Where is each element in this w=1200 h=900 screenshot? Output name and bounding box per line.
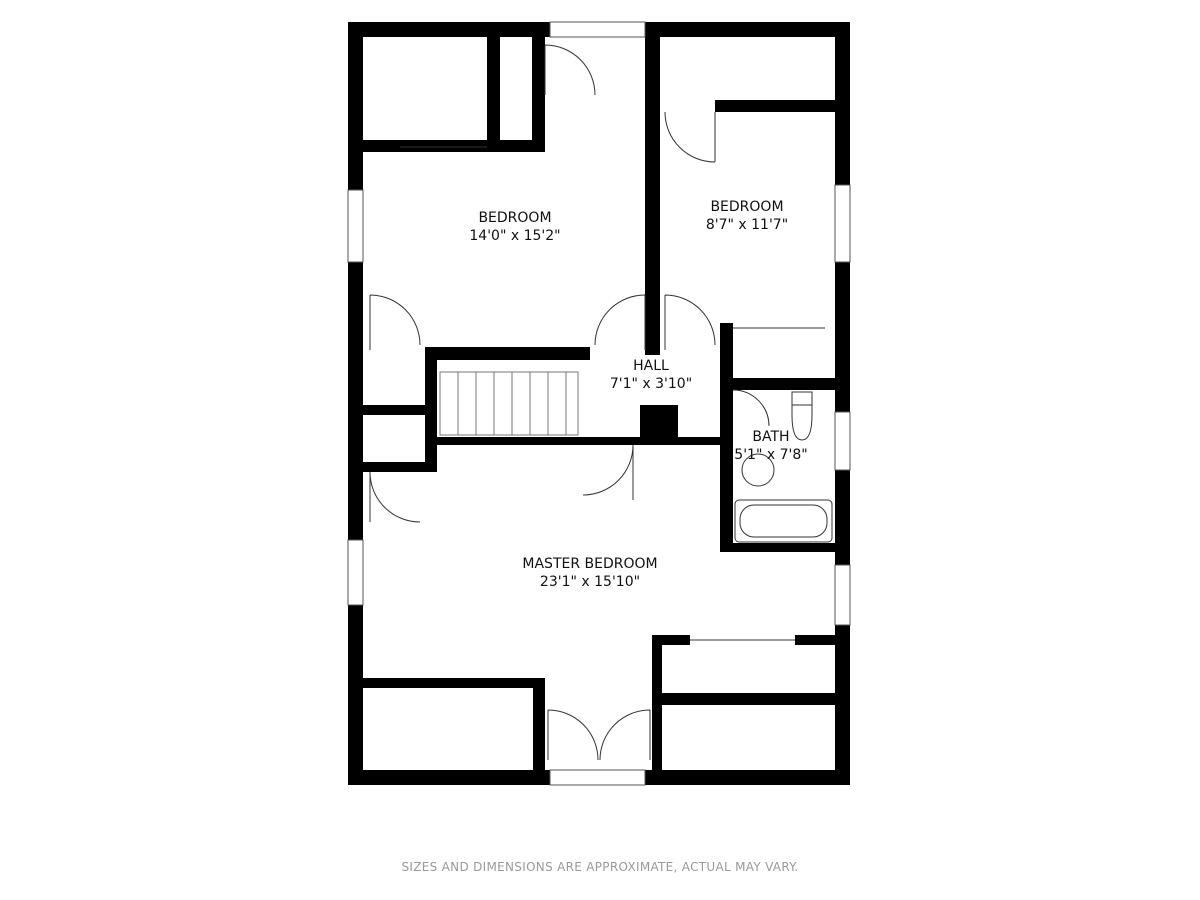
room-name: BATH [752, 429, 790, 445]
room-name: BEDROOM [478, 210, 552, 226]
bath-fixtures [734, 391, 833, 543]
stairs [439, 371, 579, 436]
room-name: HALL [633, 358, 669, 374]
bathtub-icon [734, 499, 833, 543]
room-label-hall: HALL 7'1" x 3'10" [610, 357, 692, 393]
toilet-icon [791, 391, 813, 441]
room-label-bath: BATH 5'1" x 7'8" [734, 428, 807, 464]
room-label-bedroom-2: BEDROOM 8'7" x 11'7" [706, 198, 788, 234]
room-size: 14'0" x 15'2" [469, 228, 561, 244]
room-name: BEDROOM [710, 199, 784, 215]
room-label-master-bedroom: MASTER BEDROOM 23'1" x 15'10" [522, 555, 657, 591]
walls [348, 22, 850, 785]
room-size: 7'1" x 3'10" [609, 376, 693, 392]
doors [369, 44, 825, 761]
room-label-bedroom-1: BEDROOM 14'0" x 15'2" [469, 209, 560, 245]
room-name: MASTER BEDROOM [522, 556, 658, 572]
room-size: 8'7" x 11'7" [705, 217, 789, 233]
sink-icon [741, 453, 775, 487]
room-size: 5'1" x 7'8" [734, 447, 808, 463]
windows [347, 21, 851, 786]
disclaimer: SIZES AND DIMENSIONS ARE APPROXIMATE, AC… [401, 860, 799, 874]
room-size: 23'1" x 15'10" [539, 574, 641, 590]
